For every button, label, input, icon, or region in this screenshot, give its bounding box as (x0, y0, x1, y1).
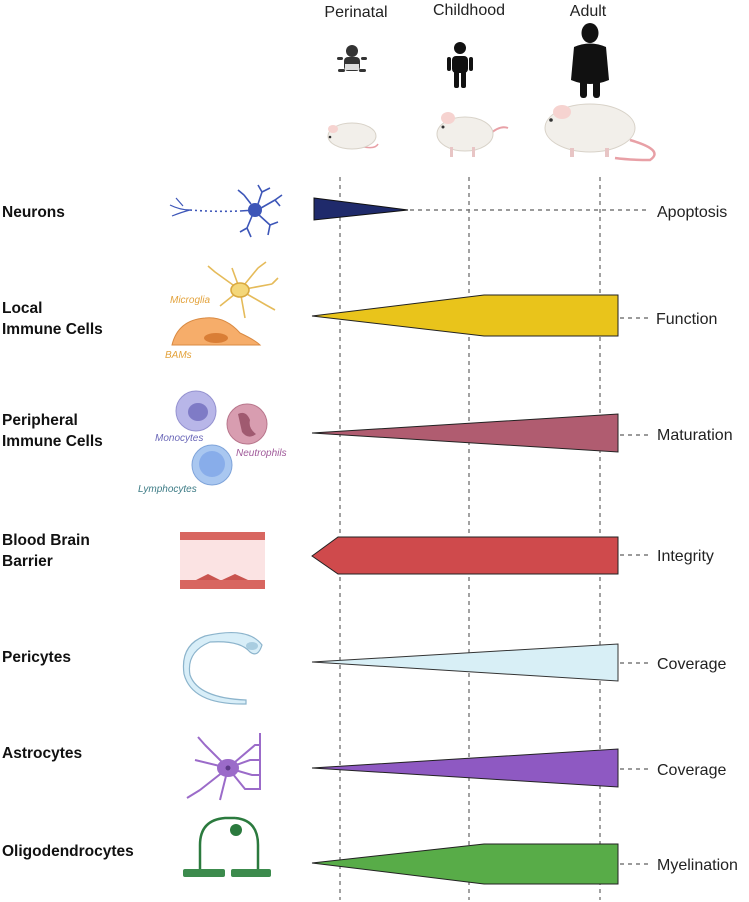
row-label-pericytes: Pericytes (2, 649, 71, 666)
outcome-apoptosis: Apoptosis (657, 204, 727, 221)
outcome-integrity: Integrity (657, 548, 714, 565)
stage-label-adult: Adult (570, 3, 607, 20)
cell-label-lymphocytes: Lymphocytes (138, 484, 197, 495)
row-label-astrocytes: Astrocytes (2, 745, 82, 762)
cell-label-monocytes: Monocytes (155, 433, 203, 444)
monocyte-icon (175, 390, 217, 432)
trend-oligodendrocytes (311, 843, 619, 885)
trend-bbb (311, 536, 619, 575)
cell-label-microglia: Microglia (170, 295, 210, 306)
oligodendrocyte-icon (183, 816, 271, 877)
bam-icon (171, 317, 262, 346)
outcome-coverage-pericytes: Coverage (657, 656, 726, 673)
mouse-pup-icon (327, 122, 379, 150)
row-label-peripheral-immune-cells: Peripheral Immune Cells (2, 412, 103, 450)
row-label-local-immune-cells: Local Immune Cells (2, 300, 103, 338)
child-icon (447, 42, 473, 88)
stage-label-perinatal: Perinatal (324, 4, 387, 21)
trend-astrocytes (311, 748, 619, 788)
outcome-function: Function (656, 311, 717, 328)
trend-neurons (313, 197, 409, 221)
adult-icon (571, 23, 609, 98)
stage-label-childhood: Childhood (433, 2, 505, 19)
row-label-blood-brain-barrier: Blood Brain Barrier (2, 532, 94, 570)
cell-label-bams: BAMs (165, 350, 192, 361)
outcome-maturation: Maturation (657, 427, 733, 444)
neuron-icon (169, 184, 283, 238)
neutrophil-icon (226, 403, 268, 445)
baby-icon (337, 45, 367, 72)
pericyte-icon (182, 631, 263, 705)
cell-label-neutrophils: Neutrophils (236, 448, 287, 459)
bbb-vessel-icon (180, 532, 265, 589)
outcome-myelination: Myelination (657, 857, 738, 874)
astrocyte-icon (186, 733, 261, 801)
mouse-juvenile-icon (436, 112, 509, 157)
trend-peripheral-immune (311, 413, 619, 453)
trend-local-immune (311, 294, 619, 337)
mouse-adult-icon (544, 103, 656, 162)
outcome-coverage-astrocytes: Coverage (657, 762, 726, 779)
row-label-neurons: Neurons (2, 204, 65, 221)
lymphocyte-icon (191, 444, 233, 486)
microglia-icon (207, 261, 279, 319)
trend-pericytes (311, 643, 619, 682)
row-label-oligodendrocytes: Oligodendrocytes (2, 843, 134, 860)
